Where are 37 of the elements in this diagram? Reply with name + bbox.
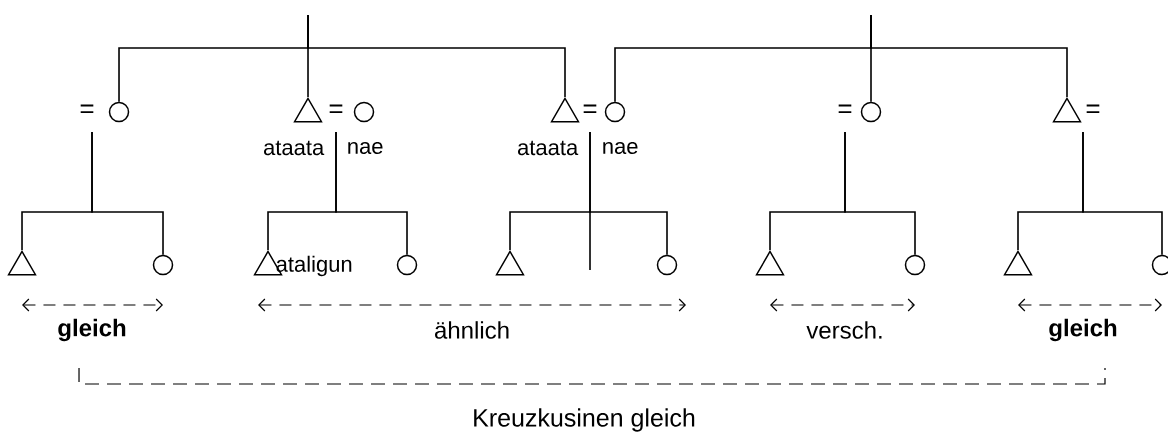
male-triangle <box>7 250 37 276</box>
descent-line <box>91 131 164 256</box>
female-circle <box>396 254 418 276</box>
descent-line <box>335 131 408 256</box>
male-triangle <box>1003 250 1033 276</box>
descent-line <box>589 131 668 256</box>
female-circle <box>604 101 626 123</box>
text-label: nae <box>603 141 638 155</box>
male-triangle <box>1052 97 1082 123</box>
female-circle <box>904 254 926 276</box>
descent-line <box>307 14 566 98</box>
text-label: nae <box>348 141 383 155</box>
name-label: ataligun <box>276 255 352 277</box>
text-label: ataata <box>264 140 325 156</box>
male-triangle <box>293 97 323 123</box>
female-circle <box>152 254 174 276</box>
female-circle <box>108 101 130 123</box>
marriage-sign: = <box>583 104 597 113</box>
descent-line <box>1082 131 1163 256</box>
female-circle <box>860 101 882 123</box>
marriage-sign: = <box>838 104 852 113</box>
female-circle <box>353 101 375 123</box>
marriage-sign: = <box>329 104 343 113</box>
descent-line <box>844 131 916 256</box>
text-label: Kreuzkusinen gleich <box>474 408 695 432</box>
text-label: gleich <box>58 318 126 342</box>
male-triangle <box>495 250 525 276</box>
female-circle <box>656 254 678 276</box>
marriage-sign: = <box>1086 104 1100 113</box>
text-label: gleich <box>1049 318 1117 342</box>
marriage-sign: = <box>80 104 94 113</box>
male-triangle <box>755 250 785 276</box>
text-label: versch. <box>806 321 882 339</box>
text-label: ataata <box>518 140 579 156</box>
descent-line <box>870 14 1068 98</box>
male-triangle <box>550 97 580 123</box>
text-label: ähnlich <box>435 321 509 339</box>
